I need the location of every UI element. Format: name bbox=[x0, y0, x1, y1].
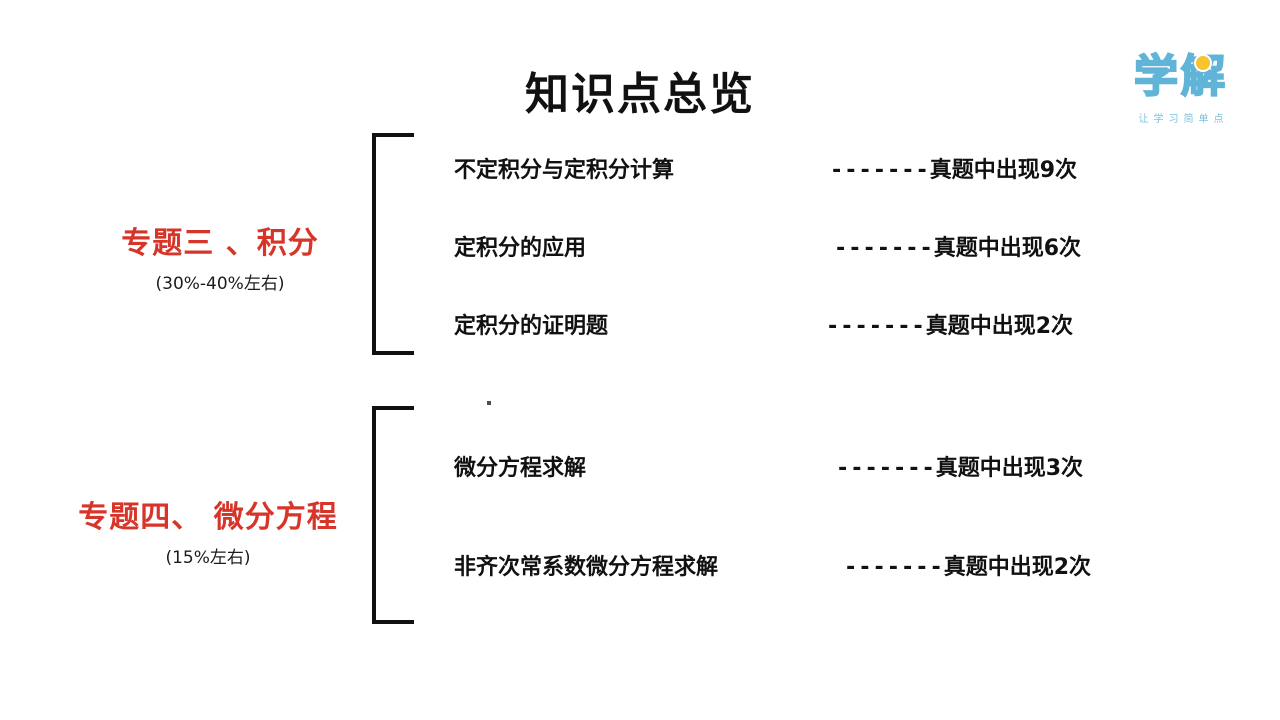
topic-label-group-2: 专题四、 微分方程 (15%左右) bbox=[18, 492, 398, 568]
frequency-text: 真题中出现2次 bbox=[943, 555, 1092, 580]
brand-logo-mark: 学解 bbox=[1133, 50, 1228, 103]
page-title: 知识点总览 bbox=[525, 69, 755, 120]
knowledge-point-name: 微分方程求解 bbox=[454, 456, 587, 481]
leader-dashes: ------- bbox=[826, 314, 926, 339]
leader-dashes: ------- bbox=[830, 158, 930, 183]
topic-label-group-1: 专题三 、积分 (30%-40%左右) bbox=[30, 218, 410, 294]
knowledge-point-frequency: -------真题中出现2次 bbox=[844, 549, 1091, 581]
frequency-text: 真题中出现9次 bbox=[929, 158, 1078, 183]
leader-dashes: ------- bbox=[836, 456, 936, 481]
knowledge-point-frequency: -------真题中出现6次 bbox=[834, 230, 1081, 262]
knowledge-point-name: 非齐次常系数微分方程求解 bbox=[454, 555, 719, 580]
stray-dot-artifact bbox=[487, 401, 491, 405]
frequency-text: 真题中出现2次 bbox=[925, 314, 1074, 339]
knowledge-point-name: 定积分的应用 bbox=[454, 236, 587, 261]
group-bracket-1 bbox=[372, 133, 414, 355]
frequency-text: 真题中出现6次 bbox=[933, 236, 1082, 261]
knowledge-point-frequency: -------真题中出现2次 bbox=[826, 308, 1073, 340]
knowledge-point-frequency: -------真题中出现9次 bbox=[830, 152, 1077, 184]
brand-logo: 学解 让学习简单点 bbox=[1106, 48, 1256, 136]
group-bracket-2 bbox=[372, 406, 414, 624]
topic-weight-note: (15%左右) bbox=[165, 548, 251, 568]
topic-title: 专题四、 微分方程 bbox=[78, 500, 338, 535]
leader-dashes: ------- bbox=[844, 555, 944, 580]
topic-weight-note: (30%-40%左右) bbox=[155, 274, 285, 294]
topic-title: 专题三 、积分 bbox=[121, 226, 319, 261]
knowledge-point-name: 不定积分与定积分计算 bbox=[454, 158, 675, 183]
knowledge-point-frequency: -------真题中出现3次 bbox=[836, 450, 1083, 482]
frequency-text: 真题中出现3次 bbox=[935, 456, 1084, 481]
leader-dashes: ------- bbox=[834, 236, 934, 261]
logo-dot-icon bbox=[1196, 56, 1210, 70]
brand-tagline: 让学习简单点 bbox=[1138, 114, 1229, 125]
knowledge-point-name: 定积分的证明题 bbox=[454, 314, 609, 339]
